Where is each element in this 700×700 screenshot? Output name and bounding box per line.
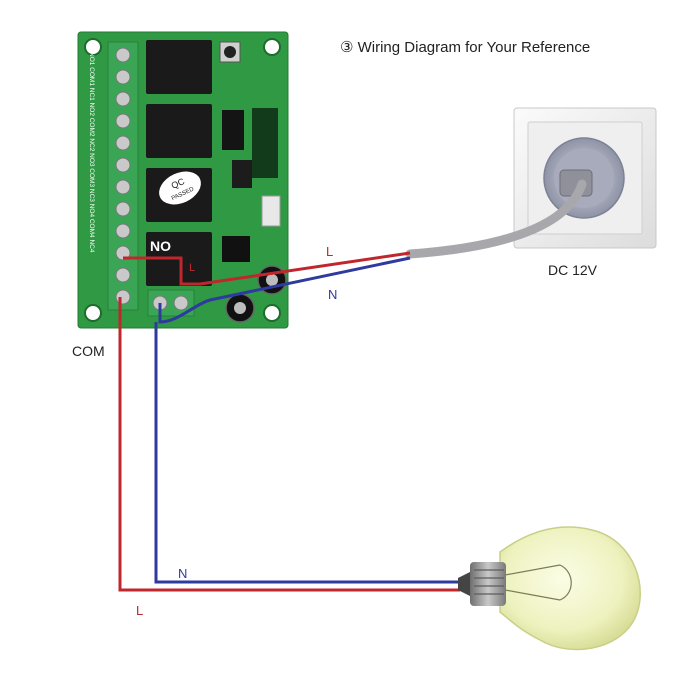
light-bulb <box>458 526 641 651</box>
neutral-wire-lamp-label: N <box>178 566 188 581</box>
qc-sticker <box>159 171 201 205</box>
live-wire-lamp-label: L <box>136 603 144 618</box>
live-wire-lamp <box>118 297 460 592</box>
live-terminal-label: L <box>189 262 196 274</box>
terminal-label-strip: NO1 COM1 NC1 NO2 COM2 NC2 NO3 COM3 NC3 N… <box>88 52 95 253</box>
no-terminal-label: NO <box>150 238 171 254</box>
relay-board <box>77 31 289 329</box>
com-terminal-label: COM <box>72 343 105 359</box>
wall-socket <box>513 107 657 249</box>
neutral-wire-power-label: N <box>328 287 338 302</box>
live-wire-power-label: L <box>326 244 334 259</box>
neutral-wire-power <box>158 256 411 324</box>
live-wire-power <box>123 251 411 286</box>
neutral-wire-lamp <box>154 322 460 584</box>
power-source-label: DC 12V <box>548 262 598 278</box>
relay-2 <box>146 104 212 158</box>
diagram-title: ③ Wiring Diagram for Your Reference <box>340 39 591 56</box>
power-cable <box>405 179 587 259</box>
terminal-labels: NO1 COM1 NC1 NO2 COM2 NC2 NO3 COM3 NC3 N… <box>88 52 95 253</box>
relay-1 <box>146 40 212 94</box>
